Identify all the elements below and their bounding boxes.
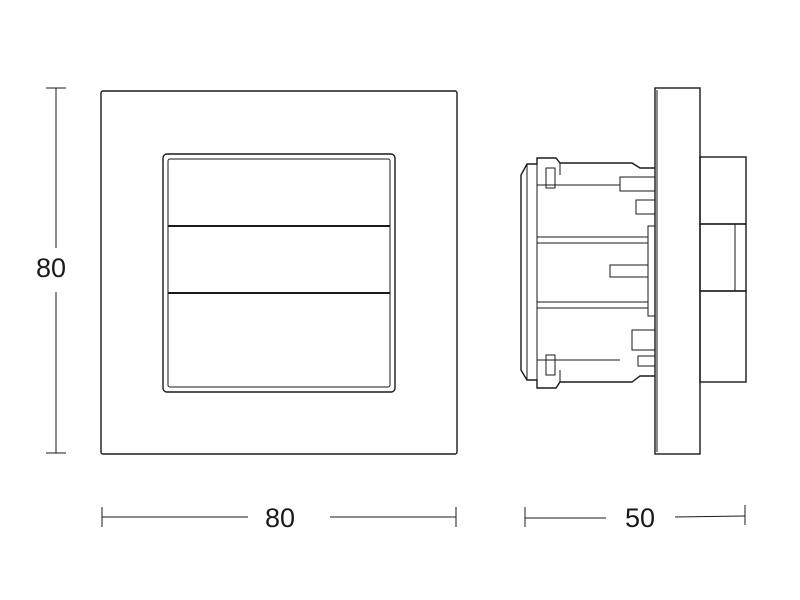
depth-label: 50 <box>625 503 655 533</box>
outer-frame <box>100 90 458 455</box>
button-insert-outer <box>162 153 396 393</box>
side-rocker-top <box>699 156 747 225</box>
width-dimension: 80 <box>101 503 457 533</box>
height-label: 80 <box>36 253 66 283</box>
width-label: 80 <box>265 503 295 533</box>
side-mounting-body <box>520 157 656 389</box>
side-rocker-bottom <box>699 290 747 383</box>
side-rocker-middle <box>699 223 747 292</box>
side-front-plate <box>654 87 701 455</box>
front-view <box>100 90 458 455</box>
button-insert-inner <box>167 158 391 388</box>
height-dimension: 80 <box>36 87 66 454</box>
side-view <box>520 87 747 455</box>
depth-dimension: 50 <box>524 503 746 533</box>
